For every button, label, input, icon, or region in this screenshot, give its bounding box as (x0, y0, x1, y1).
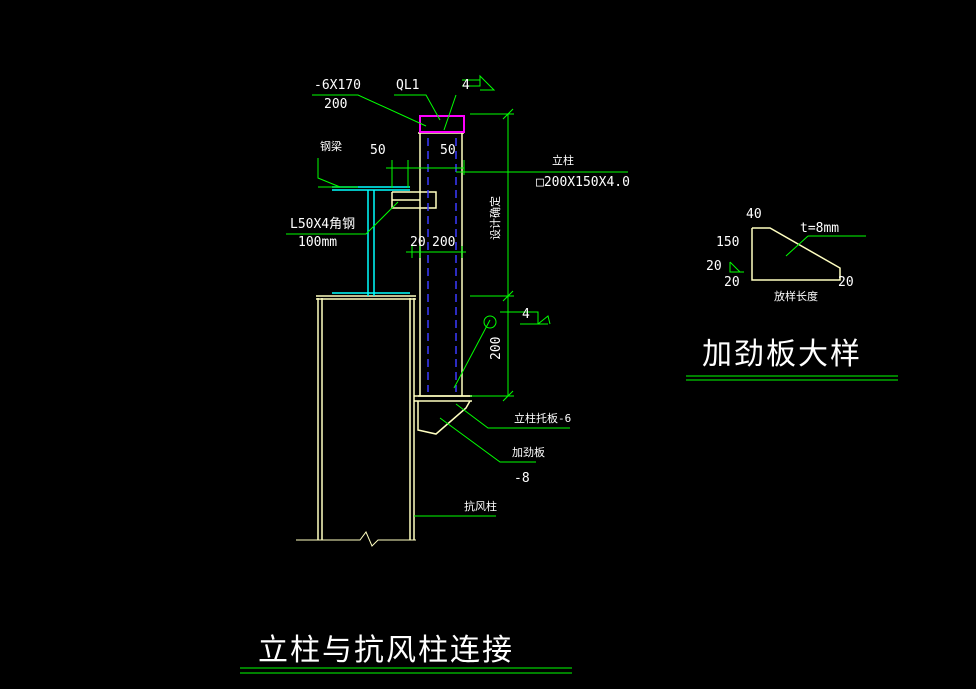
dim-50-left: 50 (370, 143, 386, 158)
angle-length: 100mm (298, 235, 337, 250)
wind-column (316, 295, 416, 540)
dim-50-right: 50 (440, 143, 456, 158)
vertical-note: 设计确定 (488, 196, 502, 240)
plate-spec-top: -6X170 (314, 78, 361, 93)
dim-200: 200 (432, 235, 455, 250)
stiffener-label: 加劲板 (512, 445, 545, 459)
stiffener-thickness: -8 (514, 471, 530, 486)
cap-plate (419, 115, 465, 133)
column-hidden-lines (427, 138, 457, 392)
detail-thickness: t=8mm (800, 221, 839, 236)
column-spec: □200X150X4.0 (536, 175, 630, 190)
support-plate (414, 395, 472, 435)
detail-dim-20-a: 20 (706, 259, 722, 274)
detail-title: 加劲板大样 (702, 337, 862, 372)
detail-lay-length: 放样长度 (774, 289, 818, 303)
detail-dim-20-c: 20 (838, 275, 854, 290)
dimension-lines (240, 74, 628, 674)
weld-size-mid: 4 (522, 307, 530, 322)
angle-steel (391, 191, 437, 209)
weld-size-top: 4 (462, 78, 470, 93)
steel-beam-label: 钢梁 (320, 139, 342, 153)
detail-dim-150: 150 (716, 235, 739, 250)
plate-spec-bottom: 200 (324, 97, 347, 112)
steel-beam-section (332, 186, 410, 296)
stiffener-detail-dims (686, 235, 898, 381)
angle-spec: L50X4角钢 (290, 217, 355, 232)
detail-dim-40: 40 (746, 207, 762, 222)
beam-ql1-label: QL1 (396, 78, 419, 93)
main-title: 立柱与抗风柱连接 (258, 633, 514, 668)
column-label: 立柱 (552, 153, 574, 167)
support-plate-label: 立柱托板-6 (514, 411, 571, 425)
detail-dim-20-b: 20 (724, 275, 740, 290)
dim-20: 20 (410, 235, 426, 250)
stiffener-detail (751, 227, 841, 281)
wind-column-label: 抗风柱 (464, 499, 497, 513)
dim-200-vertical: 200 (489, 337, 504, 360)
break-line (296, 531, 416, 547)
